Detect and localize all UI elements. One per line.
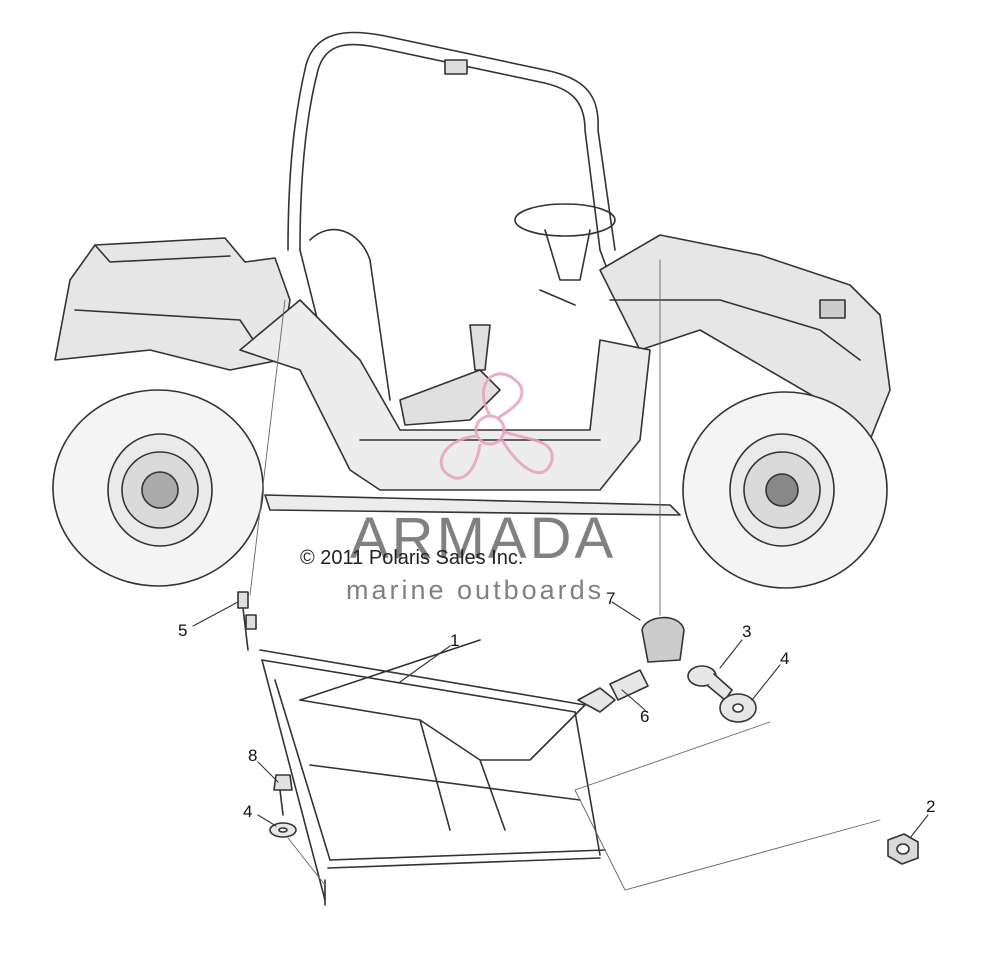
strap-part-5 [237,591,257,651]
front-body [599,234,891,441]
watermark-subtitle: marine outboards [346,575,605,605]
watermark-brand: ARMADA [350,506,617,571]
callout-8: 8 [248,746,258,765]
callout-5: 5 [178,621,188,640]
bolt-part-8 [273,774,293,816]
washer-part-4-left [269,822,297,838]
rear-wheel [52,389,264,587]
callout-4-left: 4 [243,802,253,821]
callout-4-right: 4 [780,649,790,668]
callout-1: 1 [450,631,460,650]
seat [399,324,501,426]
propeller-logo [439,372,554,480]
buckle-part-6 [577,669,649,713]
rivet-part-3 [687,665,733,701]
copyright-notice: © 2011 Polaris Sales Inc. [300,547,524,569]
callout-7: 7 [606,589,616,608]
roll-cage [287,31,631,401]
callout-2: 2 [926,797,936,816]
steering-wheel [514,203,616,306]
assembly-lines [249,259,881,891]
washer-part-4-right [719,693,757,723]
leader-lines [192,601,929,839]
clip-part-7 [641,616,685,663]
front-wheel [682,391,888,589]
callout-6: 6 [640,707,650,726]
nut-part-2 [887,833,919,865]
callout-3: 3 [742,622,752,641]
side-net-frame [259,639,606,906]
